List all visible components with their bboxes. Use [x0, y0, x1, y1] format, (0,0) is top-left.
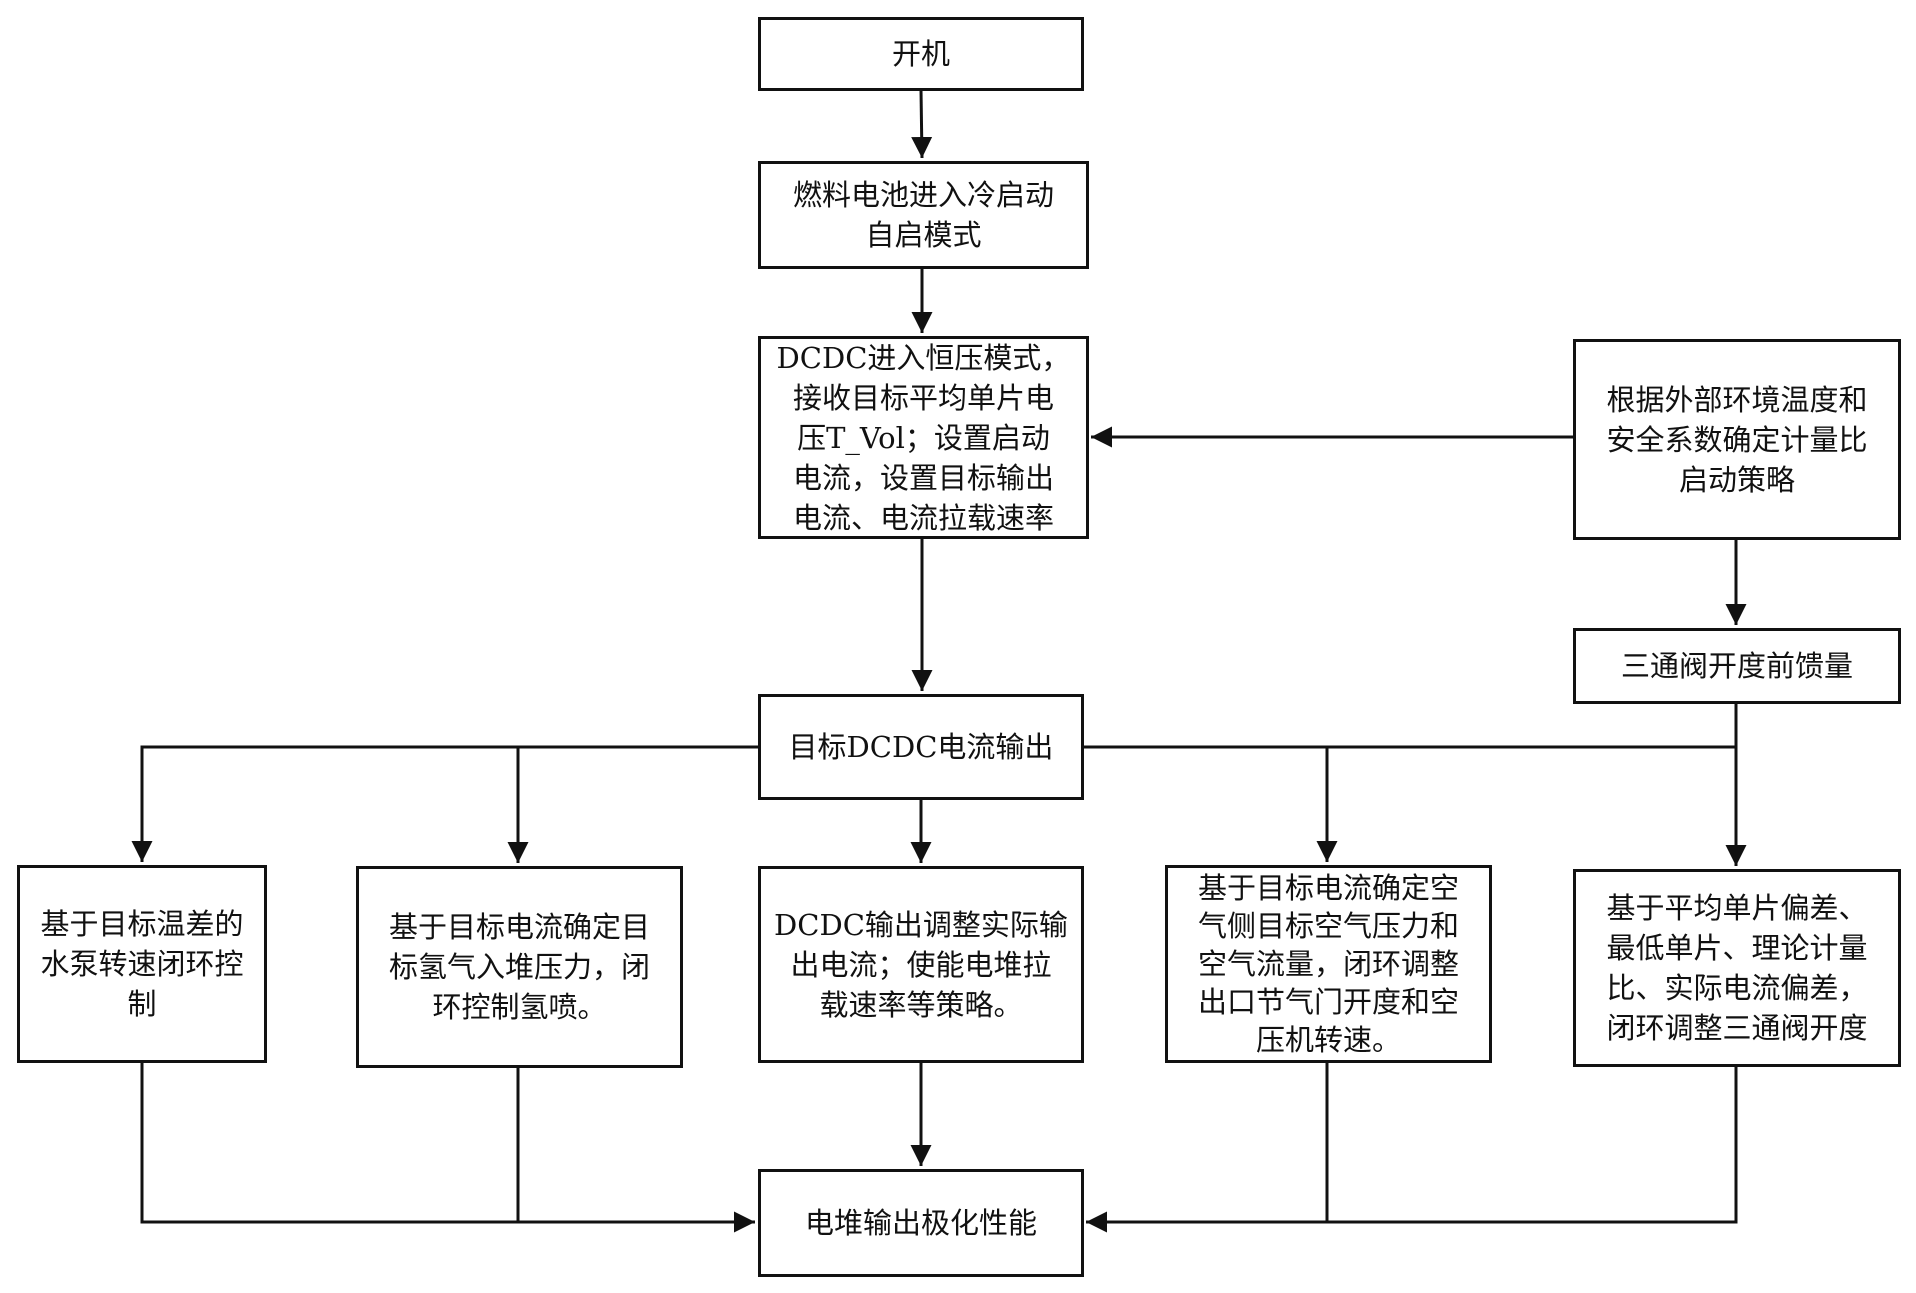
edge-power-on-to-cold-start	[911, 89, 933, 159]
edge-valve-to-output	[1086, 1066, 1738, 1233]
node-power-on: 开机	[758, 17, 1084, 91]
edge-pump-to-output	[140, 1062, 755, 1233]
node-dcdc-adjust: DCDC输出调整实际输 出电流；使能电堆拉 载速率等策略。	[758, 866, 1084, 1063]
node-label: 电堆输出极化性能	[804, 1206, 1037, 1240]
node-valve-control: 基于平均单片偏差、 最低单片、理论计量 比、实际电流偏差， 闭环调整三通阀开度	[1573, 869, 1901, 1067]
node-cold-start: 燃料电池进入冷启动 自启模式	[758, 161, 1089, 269]
node-label: 基于平均单片偏差、 最低单片、理论计量 比、实际电流偏差， 闭环调整三通阀开度	[1606, 891, 1868, 1045]
node-label: 目标DCDC电流输出	[788, 730, 1054, 764]
node-label: DCDC输出调整实际输 出电流；使能电堆拉 载速率等策略。	[774, 907, 1068, 1022]
node-label: 开机	[891, 37, 950, 71]
node-label: 燃料电池进入冷启动 自启模式	[792, 178, 1054, 252]
edge-dcdc-target-branch-left	[131, 745, 758, 862]
node-hydrogen-control: 基于目标电流确定目 标氢气入堆压力，闭 环控制氢喷。	[356, 866, 683, 1068]
node-pump-control: 基于目标温差的 水泵转速闭环控 制	[17, 865, 267, 1063]
node-label: 根据外部环境温度和 安全系数确定计量比 启动策略	[1606, 382, 1868, 497]
node-dcdc-target-current: 目标DCDC电流输出	[758, 694, 1084, 800]
node-label: 基于目标电流确定目 标氢气入堆压力，闭 环控制氢喷。	[388, 910, 650, 1024]
node-air-control: 基于目标电流确定空 气侧目标空气压力和 空气流量，闭环调整 出口节气门开度和空 …	[1165, 865, 1492, 1063]
node-label: DCDC进入恒压模式， 接收目标平均单片电 压T_Vol；设置启动 电流，设置目…	[776, 340, 1071, 535]
node-stack-output: 电堆输出极化性能	[758, 1169, 1084, 1277]
node-dcdc-constant-voltage: DCDC进入恒压模式， 接收目标平均单片电 压T_Vol；设置启动 电流，设置目…	[758, 336, 1089, 539]
node-start-strategy: 根据外部环境温度和 安全系数确定计量比 启动策略	[1573, 339, 1901, 540]
node-label: 基于目标温差的 水泵转速闭环控 制	[40, 907, 244, 1021]
node-label: 基于目标电流确定空 气侧目标空气压力和 空气流量，闭环调整 出口节气门开度和空 …	[1197, 871, 1459, 1057]
node-label: 三通阀开度前馈量	[1620, 649, 1853, 683]
node-valve-feedforward: 三通阀开度前馈量	[1573, 628, 1901, 704]
